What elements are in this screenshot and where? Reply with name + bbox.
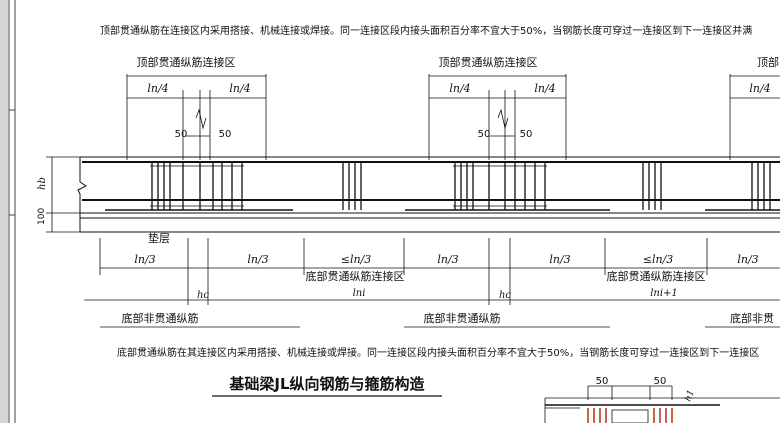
bottom-non-through-label: 底部非贯通纵筋 [122, 311, 199, 325]
top-rebar [82, 161, 780, 201]
bottom-note: 底部贯通纵筋在其连接区内采用搭接、机械连接或焊接。同一连接区段内接头面积百分率不… [117, 346, 759, 359]
top-zone-label: 顶部贯通纵筋连接区 [137, 55, 236, 69]
dim-h1: h1 [683, 389, 696, 403]
drawing-title: 基础梁JL纵向钢筋与箍筋构造 [228, 375, 424, 393]
cushion-label: 垫层 [148, 231, 170, 245]
dim-ln4: ln/4 [147, 82, 168, 95]
bottom-zone-label: 底部贯通纵筋连接区 [306, 269, 405, 283]
dim-50: 50 [596, 376, 609, 387]
dim-100: 100 [37, 208, 47, 225]
dim-ln4: ln/4 [534, 82, 555, 95]
dim-50: 50 [478, 129, 491, 140]
dim-hc: hc [197, 290, 209, 301]
dim-lni: lni [353, 288, 366, 299]
detail-rebar-red [587, 408, 673, 423]
dim-50: 50 [219, 129, 232, 140]
dim-lni1: lni+1 [650, 288, 678, 299]
dim-ln3: ln/3 [134, 253, 155, 266]
dim-hc: hc [499, 290, 511, 301]
dim-50: 50 [654, 376, 667, 387]
dim-hb: hb [37, 177, 48, 190]
stirrups [151, 162, 771, 210]
dim-le-ln3: ≤ln/3 [643, 253, 674, 266]
dim-50: 50 [175, 129, 188, 140]
dim-ln4: ln/4 [449, 82, 470, 95]
dim-ln4: ln/4 [229, 82, 250, 95]
dim-ln3: ln/3 [549, 253, 570, 266]
bottom-zone-label: 底部贯通纵筋连接区 [607, 269, 706, 283]
top-zone-label-cut: 顶部 [757, 55, 779, 69]
sheet-margin-strip [0, 0, 8, 423]
dim-ln3: ln/3 [437, 253, 458, 266]
dim-50: 50 [520, 129, 533, 140]
bottom-non-through-label: 底部非贯通纵筋 [424, 311, 501, 325]
bottom-non-through-label-cut: 底部非贯 [730, 311, 774, 325]
dim-ln3: ln/3 [737, 253, 758, 266]
top-note: 顶部贯通纵筋在连接区内采用搭接、机械连接或焊接。同一连接区段内接头面积百分率不宜… [100, 24, 752, 37]
dim-ln3: ln/3 [247, 253, 268, 266]
dim-ln4: ln/4 [749, 82, 770, 95]
dim-le-ln3: ≤ln/3 [341, 253, 372, 266]
beam-outline [77, 156, 780, 233]
top-zone-label: 顶部贯通纵筋连接区 [439, 55, 538, 69]
